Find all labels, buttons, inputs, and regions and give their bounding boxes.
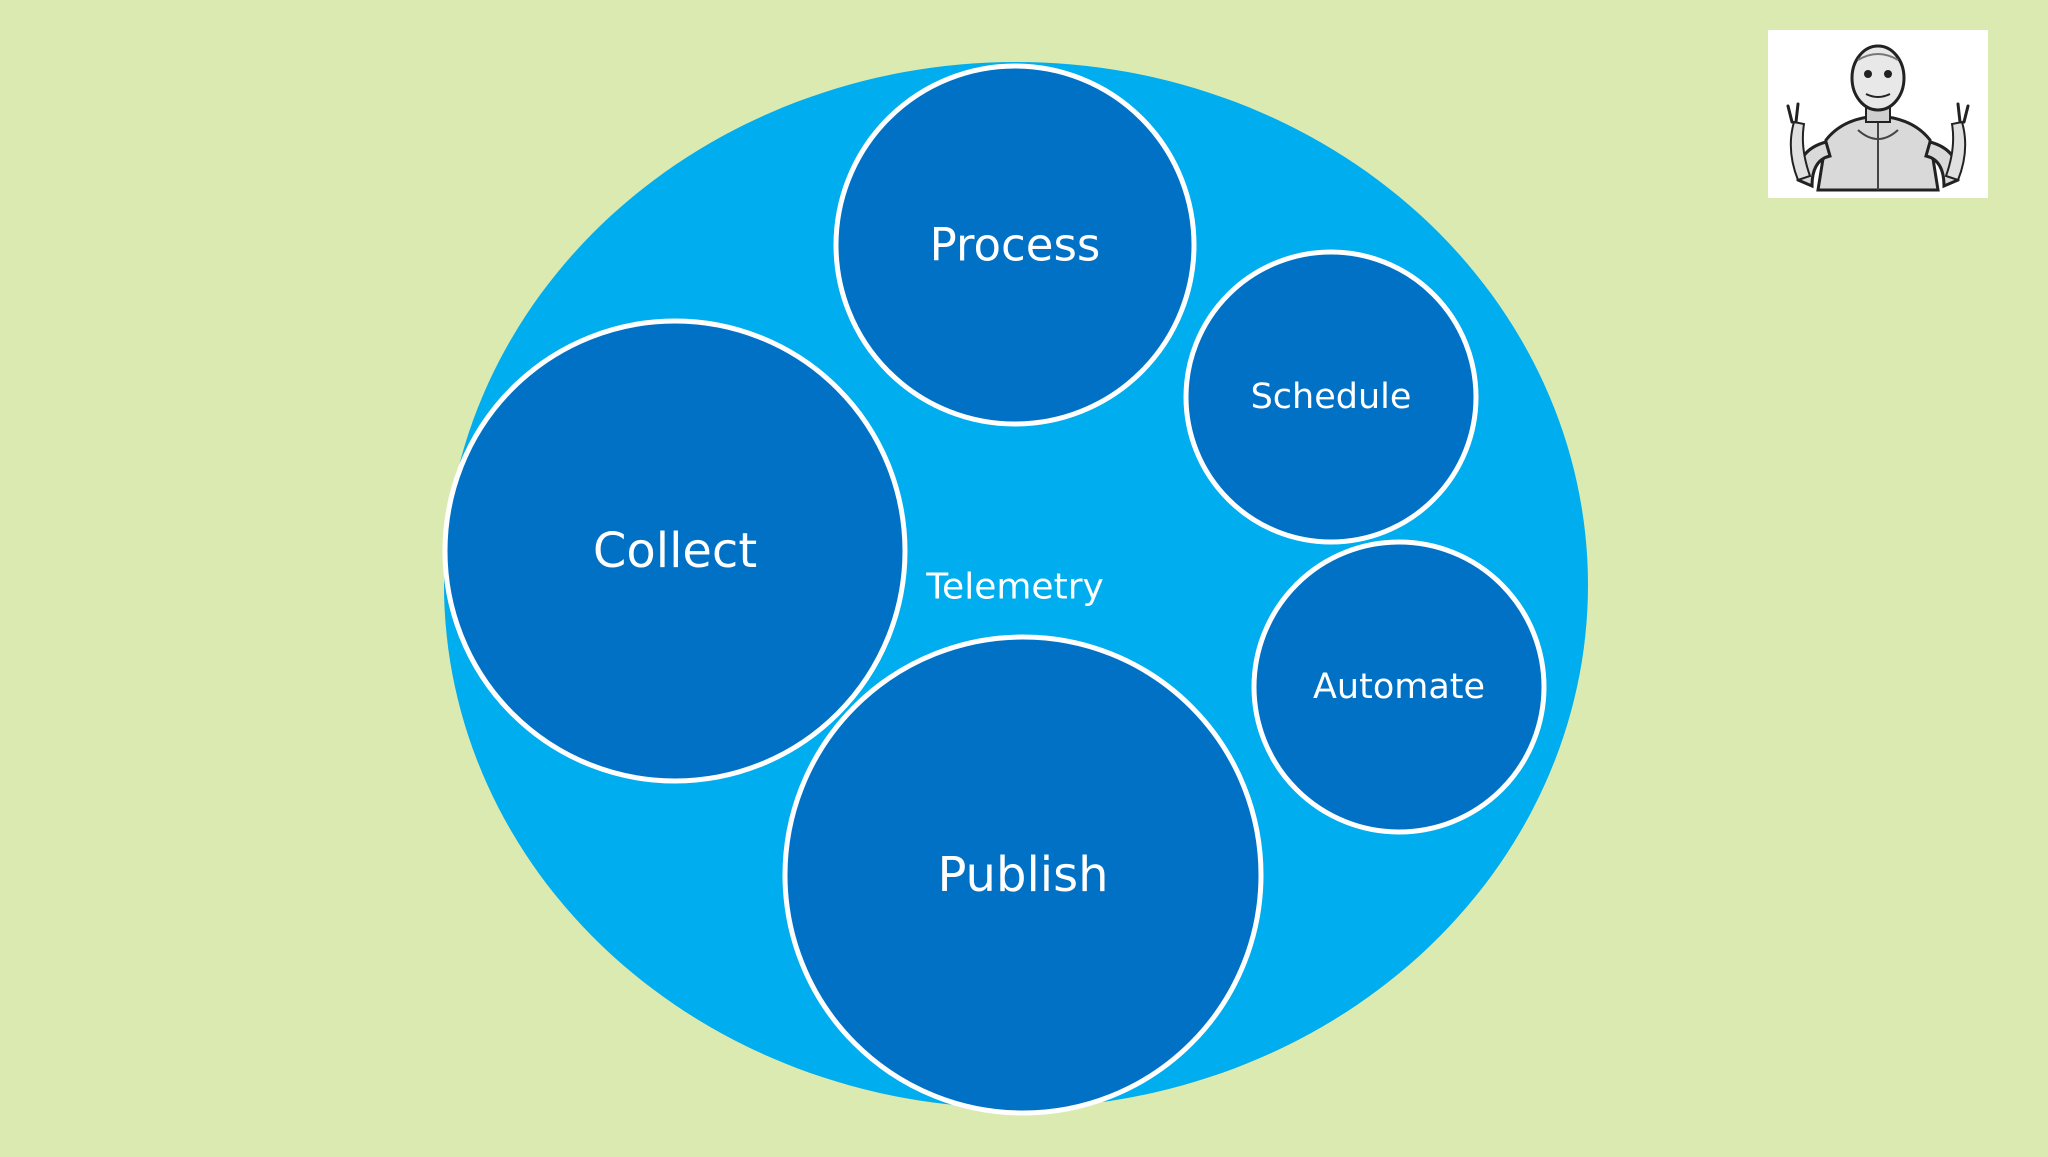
process-node: Process: [833, 63, 1197, 427]
collect-node: Collect: [442, 318, 908, 784]
schedule-label: Schedule: [1251, 377, 1412, 417]
automate-label: Automate: [1313, 667, 1485, 707]
cartoon-man-figure-icon: [1768, 30, 1988, 198]
process-label: Process: [930, 219, 1101, 272]
publish-circle: [782, 634, 1264, 1116]
schedule-node: Schedule: [1183, 249, 1479, 545]
telemetry-label: Telemetry: [925, 567, 1104, 608]
process-circle: [833, 63, 1197, 427]
automate-node: Automate: [1251, 539, 1547, 835]
publish-label: Publish: [937, 847, 1108, 903]
automate-circle: [1251, 539, 1547, 835]
collect-circle: [442, 318, 908, 784]
publish-node: Publish: [782, 634, 1264, 1116]
collect-label: Collect: [593, 523, 757, 579]
schedule-circle: [1183, 249, 1479, 545]
